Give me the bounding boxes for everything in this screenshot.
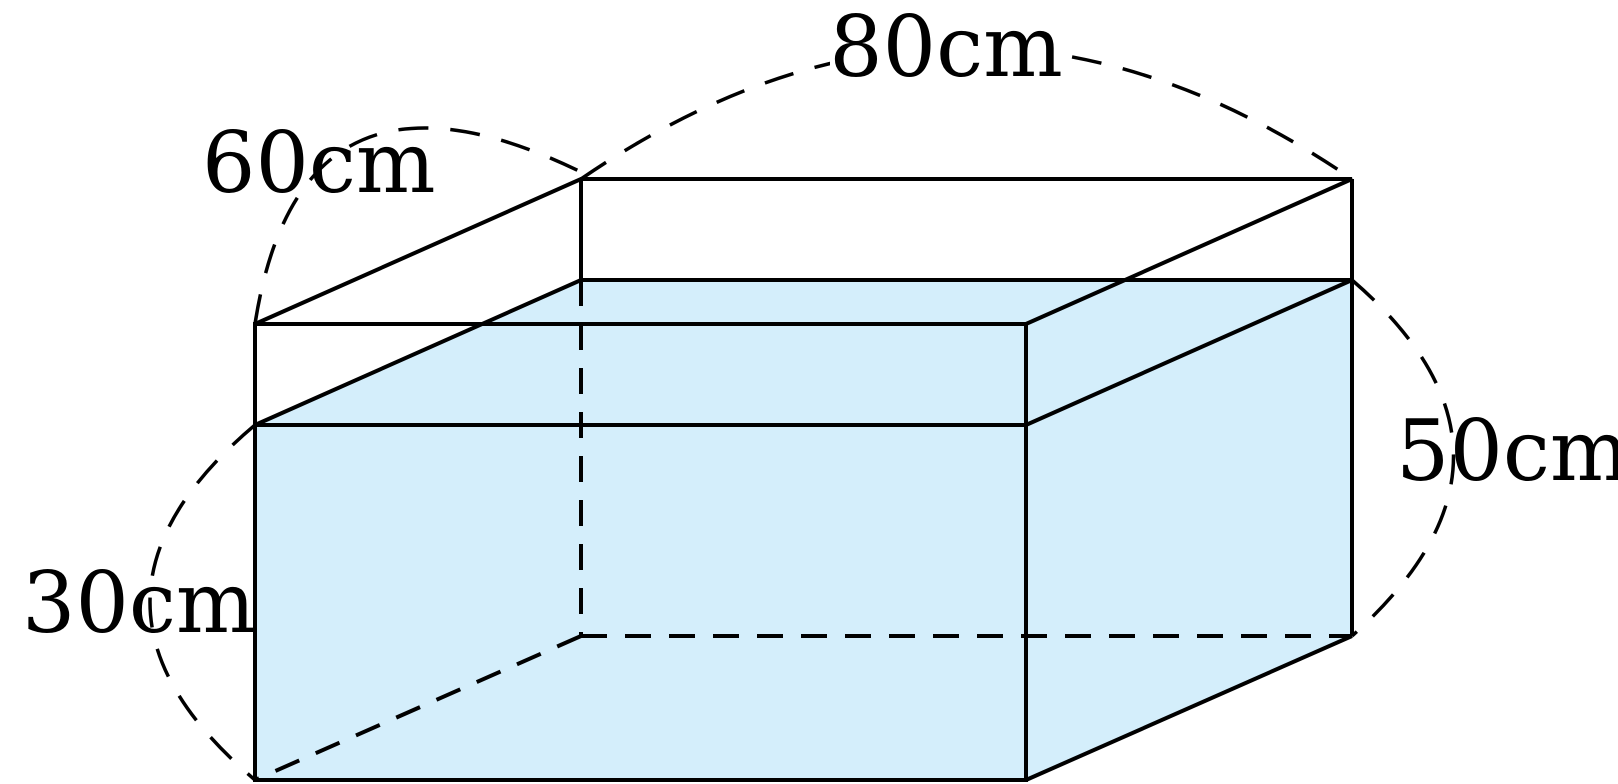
water-front-face [255, 425, 1026, 780]
length-label: 80cm [829, 0, 1063, 96]
hidden-edges [254, 280, 1352, 782]
length-dimension-arc [580, 45, 1353, 181]
length-label-background [830, 5, 1062, 85]
water-surface [255, 280, 1352, 425]
height-dimension-arc [1350, 278, 1456, 638]
water-depth-dimension-arc [148, 423, 257, 782]
hidden-bottom-left-edge [254, 634, 582, 782]
water-depth-label: 30cm [22, 554, 256, 652]
width-dimension-arc [253, 126, 582, 325]
width-label: 60cm [202, 114, 436, 212]
right-bottom-edge [1025, 634, 1353, 782]
height-label: 50cm [1396, 402, 1618, 500]
water-right-face [1026, 280, 1352, 780]
dimension-arcs [148, 45, 1456, 782]
